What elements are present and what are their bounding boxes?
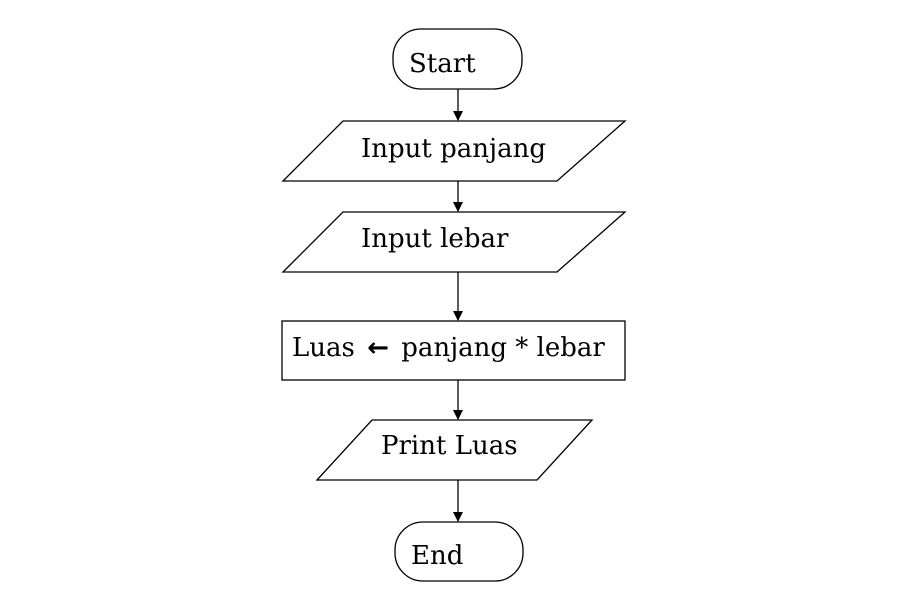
end-node: End bbox=[394, 521, 524, 582]
process-label-expression: panjang * lebar bbox=[401, 333, 605, 363]
process-assign-arrow-icon: ← bbox=[367, 333, 389, 363]
input-lebar-label: Input lebar bbox=[361, 224, 509, 254]
process-label: Luas ← panjang * lebar bbox=[292, 333, 605, 363]
output-node: Print Luas bbox=[315, 419, 594, 481]
input-lebar-node: Input lebar bbox=[281, 211, 627, 273]
process-label-target: Luas bbox=[292, 333, 355, 363]
end-label: End bbox=[411, 541, 463, 571]
output-label: Print Luas bbox=[381, 431, 518, 461]
process-node: Luas ← panjang * lebar bbox=[281, 320, 626, 381]
start-node: Start bbox=[392, 28, 523, 90]
input-panjang-node: Input panjang bbox=[281, 120, 627, 182]
input-panjang-label: Input panjang bbox=[361, 134, 546, 164]
start-label: Start bbox=[409, 49, 476, 79]
